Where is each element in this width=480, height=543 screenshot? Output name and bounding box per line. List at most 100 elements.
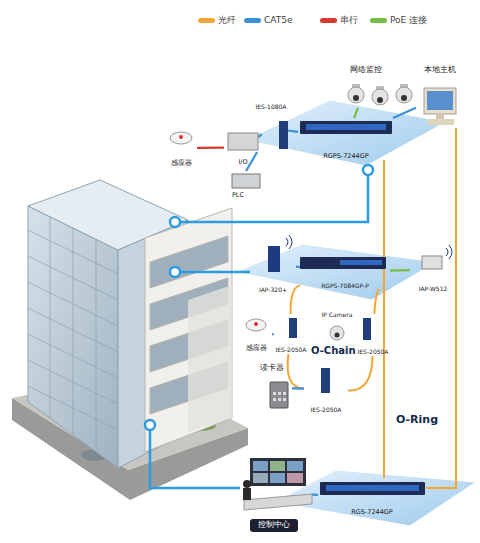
device-label: 感应器 [246,345,267,353]
legend-swatch [370,18,387,23]
device-node: RGPS-7244GP [298,118,394,160]
device-node: 本地主机 [416,66,464,128]
device-label: IES-2050A [276,347,307,354]
device-node: RGPS-7084GP-P [300,254,390,290]
legend-text: PoE 连接 [390,16,427,25]
device-label: I/O [238,159,247,166]
building-cables [150,166,368,488]
cable-connector [390,269,410,272]
dome-cameras [348,84,412,105]
cable-connector [197,147,224,149]
legend-text: CAT5e [264,16,293,25]
cable-connector [426,128,456,488]
wireless-symbol [446,245,452,259]
din-switch-icon [279,121,288,149]
cable-connector [354,108,358,118]
cable-connector [374,290,380,314]
device-node: 网络监控 [318,66,414,108]
device-label: PLC [232,192,244,199]
top-platform [245,100,446,166]
device-node: IAP-W512 [410,246,456,293]
building-body [145,208,232,452]
device-node: IES-1080A [254,104,288,152]
middle-platform [236,244,436,300]
device-node: IES-2050A [304,364,348,414]
device-label: IAP-W512 [419,286,448,293]
cable-connector [246,152,257,171]
cable-connector [272,333,274,335]
device-node: 控制中心 [236,454,312,532]
device-label: IP Camera [322,312,353,319]
ip-camera-icon [330,326,344,340]
legend-swatch [198,18,215,23]
cable-connector [292,387,304,389]
device-node: IES-2050A [272,314,310,354]
legend-swatch [320,18,337,23]
wireless-symbol [286,235,292,249]
din-switch-icon [289,318,297,338]
outdoor-ap-icon [422,256,442,269]
device-label: 感应器 [171,160,192,168]
sensor-led [254,322,258,326]
cable-connector [348,356,373,391]
plc-icon [232,174,260,188]
ring-label: O-Ring [396,413,438,426]
device-node: IP Camera [318,312,356,342]
device-node: IAP-320+ [250,234,296,294]
card-reader-icon [270,382,288,408]
switch-ports [340,260,382,265]
device-node: 读卡器 [252,364,292,412]
cable-connector [291,285,300,314]
switch-icon [320,482,425,495]
cable-connector [296,265,300,268]
computer-icon [424,88,456,125]
device-label: IES-2050A [358,349,389,356]
device-label: 读卡器 [260,364,284,372]
cable-connector [312,493,318,495]
sensor-led [179,135,183,139]
io-module-icon [228,133,258,150]
switch-icon [300,257,386,269]
legend-text: 光纤 [218,16,236,25]
cable-connector [393,108,416,118]
cable-connector [288,130,298,131]
din-switch-icon [363,318,371,340]
device-label: IAP-320+ [259,287,287,294]
device-label: IES-2050A [311,407,342,414]
legend-swatch [244,18,261,23]
cable-connector [288,354,304,388]
device-label: RGS-7244GP [351,509,393,516]
device-label: IES-1080A [256,104,287,111]
din-switch-icon [321,368,330,393]
switch-icon [300,121,392,134]
device-node: 感应器 [238,316,274,353]
device-node: I/O [224,129,262,166]
glass-facade-left [28,206,118,468]
switch-ports [326,485,419,491]
switch-ports [306,124,386,130]
legend-text: 串行 [340,16,358,25]
device-label: RGPS-7084GP-P [321,283,369,290]
sensor-icon [170,132,192,144]
device-node: IES-2050A [352,314,394,356]
sensor-icon [246,319,266,331]
control-center-icon [243,458,312,510]
building-ports [145,165,373,430]
device-label: 网络监控 [350,66,382,75]
keypad [273,392,286,401]
access-point-icon [268,246,280,272]
device-node: RGS-7244GP [318,478,426,516]
device-label: 控制中心 [250,519,298,532]
device-node: PLC [212,171,264,199]
device-label: RGPS-7244GP [323,153,368,160]
cable-connector [383,160,385,478]
camera-lens [335,333,340,338]
device-node: 感应器 [165,128,197,168]
glass-grid [28,217,118,452]
building-side [188,285,232,432]
device-label: 本地主机 [424,66,456,75]
